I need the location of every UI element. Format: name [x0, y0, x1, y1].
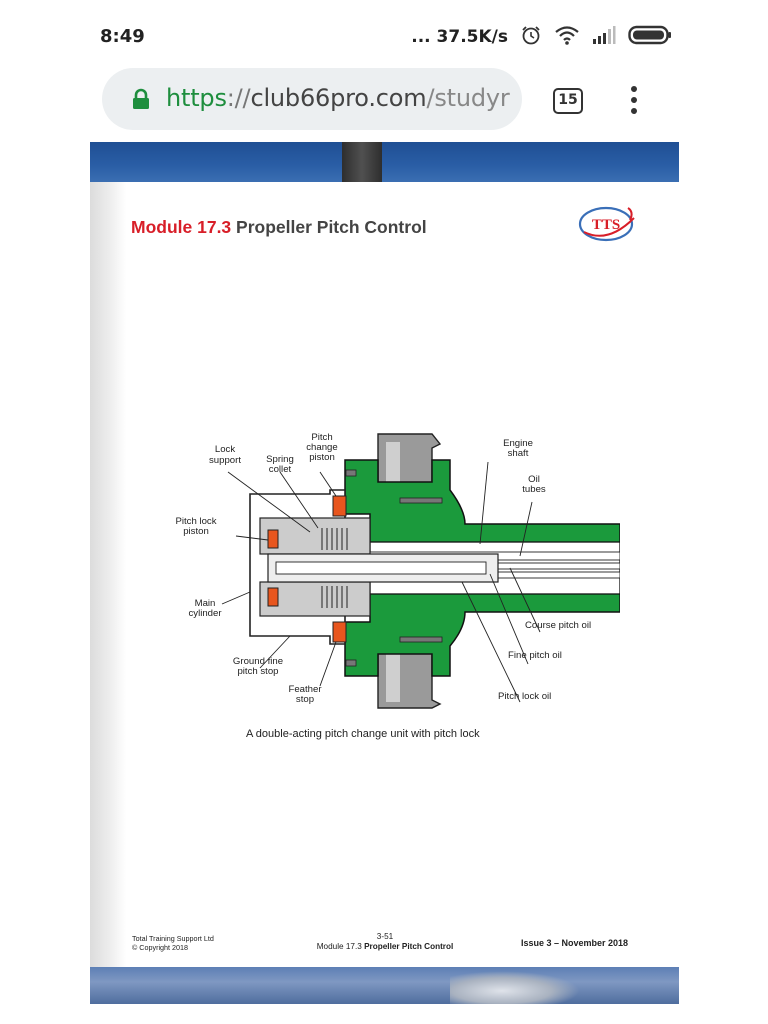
page-footer-photo [90, 967, 679, 1004]
figure-caption: A double-acting pitch change unit with p… [246, 728, 480, 740]
tts-logo: TTS [578, 206, 635, 242]
status-bar: 8:49 ... 37.5K/s [0, 0, 768, 70]
signal-icon [592, 25, 616, 50]
footer-module-name: Propeller Pitch Control [364, 942, 454, 951]
address-bar[interactable]: https://club66pro.com/studyr [102, 68, 522, 130]
seal-upper [332, 495, 347, 517]
module-name: Propeller Pitch Control [236, 217, 427, 237]
url-path: /studyr [426, 84, 510, 112]
wifi-icon [554, 24, 580, 51]
url-scheme: https [166, 84, 227, 112]
label-fine-pitch-oil: Fine pitch oil [508, 650, 562, 661]
overflow-menu-icon[interactable] [624, 84, 644, 116]
label-course-pitch-oil: Course pitch oil [525, 620, 591, 631]
leader-lines [221, 461, 541, 703]
footer-module: Module 17.3 Propeller Pitch Control [310, 942, 460, 952]
label-pitch-lock-oil: Pitch lock oil [498, 691, 551, 702]
alarm-icon [520, 24, 542, 51]
lock-icon [133, 88, 149, 109]
footer-page-info: 3-51 Module 17.3 Propeller Pitch Control [310, 932, 460, 952]
status-time: 8:49 [100, 26, 145, 47]
url-separator: :// [226, 84, 251, 112]
page-header-photo [90, 142, 679, 182]
page-left-shading [90, 182, 126, 967]
footer-company-name: Total Training Support Ltd [132, 934, 214, 943]
network-speed: ... 37.5K/s [411, 27, 508, 47]
pitch-lock-piston-seal [267, 529, 279, 549]
battery-icon [628, 25, 672, 50]
footer-company: Total Training Support Ltd © Copyright 2… [132, 934, 214, 952]
tts-logo-text: TTS [592, 217, 620, 233]
module-number: Module 17.3 [131, 217, 232, 237]
footer-issue: Issue 3 – November 2018 [521, 938, 629, 948]
seal-lower [332, 621, 347, 643]
url-host: club66pro.com [250, 84, 427, 112]
tab-switcher-button[interactable]: 15 [553, 88, 583, 114]
blade-bolts [345, 469, 443, 667]
footer-copyright: © Copyright 2018 [132, 942, 189, 952]
footer-module-prefix: Module 17.3 [316, 942, 362, 951]
propeller-blade-graphic [342, 142, 382, 182]
document-page[interactable]: Module 17.3 Propeller Pitch Control TTS [90, 142, 679, 1004]
spring-coils [321, 528, 348, 608]
url-text[interactable]: https://club66pro.com/studyr [166, 84, 511, 112]
footer-page-number: 3-51 [376, 932, 394, 941]
aircraft-graphic [450, 971, 580, 1004]
page-title: Module 17.3 Propeller Pitch Control [131, 217, 427, 238]
blade-root-lower [377, 647, 442, 709]
status-right-group: ... 37.5K/s [411, 24, 672, 50]
